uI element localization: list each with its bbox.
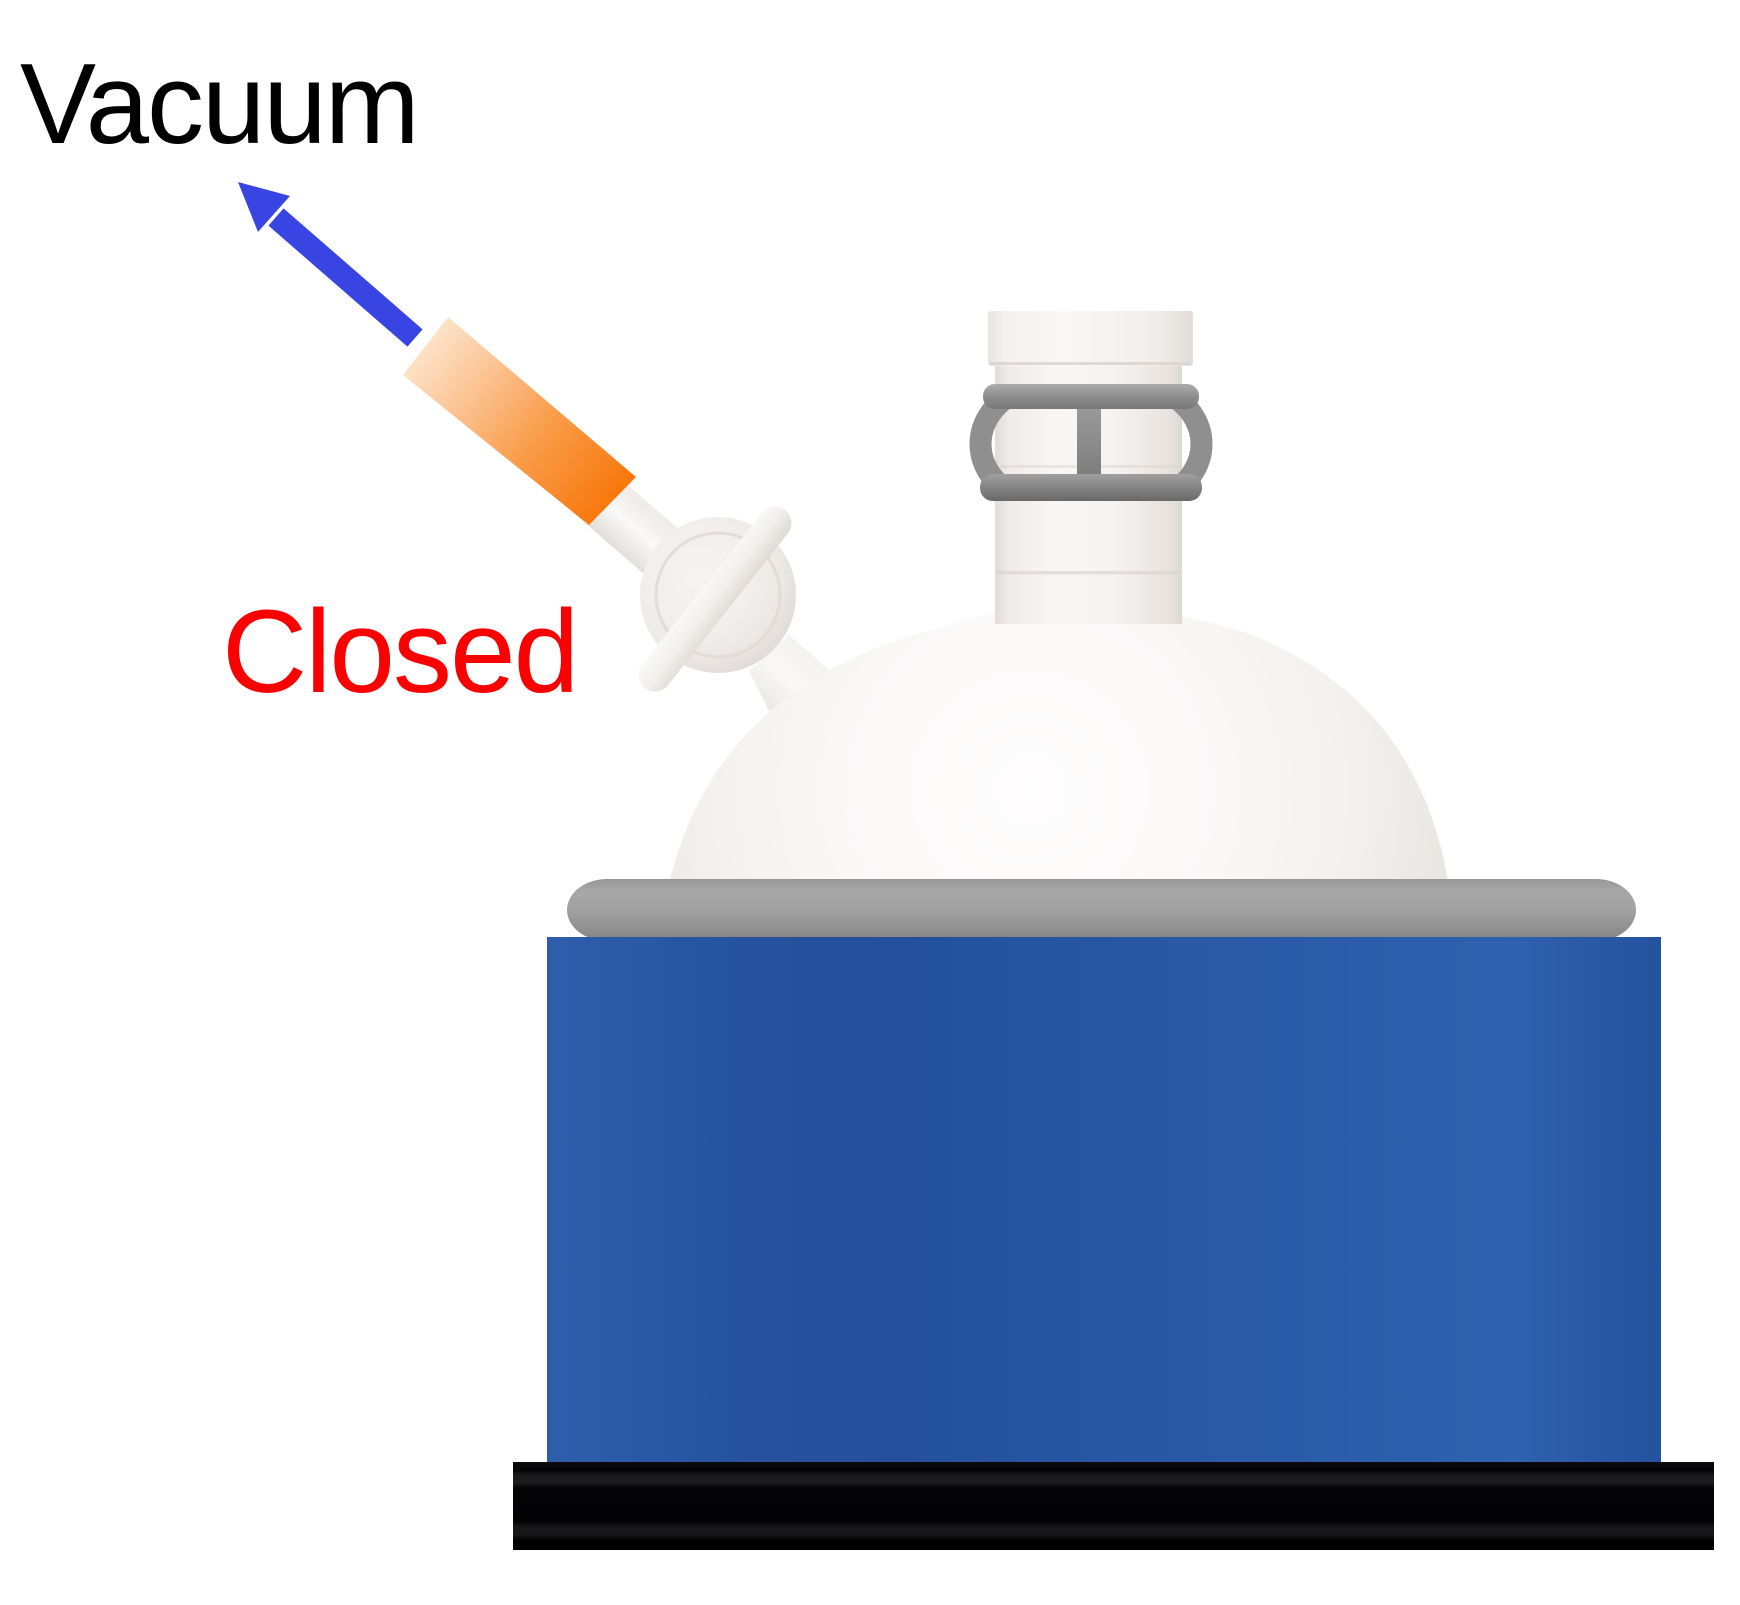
schlenk-flask: [660, 311, 1455, 945]
vacuum-hose-adapter: [403, 317, 636, 525]
flask-stopper: [988, 311, 1193, 366]
keck-clip-top-bar: [983, 384, 1199, 409]
valve-state-label: Closed: [222, 586, 577, 718]
keck-clip: [969, 384, 1213, 501]
bath-rim: [567, 879, 1636, 941]
stopcock-handle: [638, 506, 792, 692]
vacuum-arrow-shaft: [268, 208, 423, 347]
keck-clip-center-bar: [1077, 392, 1101, 498]
base-plate: [513, 1462, 1714, 1550]
vacuum-label: Vacuum: [20, 41, 418, 168]
vacuum-arrow-head: [238, 182, 290, 232]
flask-body: [660, 598, 1455, 945]
stopcock-body-ring: [654, 531, 782, 659]
stopper-joint-line: [990, 362, 1191, 365]
vacuum-arrow: [238, 182, 423, 347]
keck-clip-bottom-bar: [980, 474, 1202, 501]
cooling-bath: [547, 879, 1661, 1462]
bath-body: [547, 937, 1661, 1462]
neck-joint-line-lower: [997, 571, 1181, 575]
